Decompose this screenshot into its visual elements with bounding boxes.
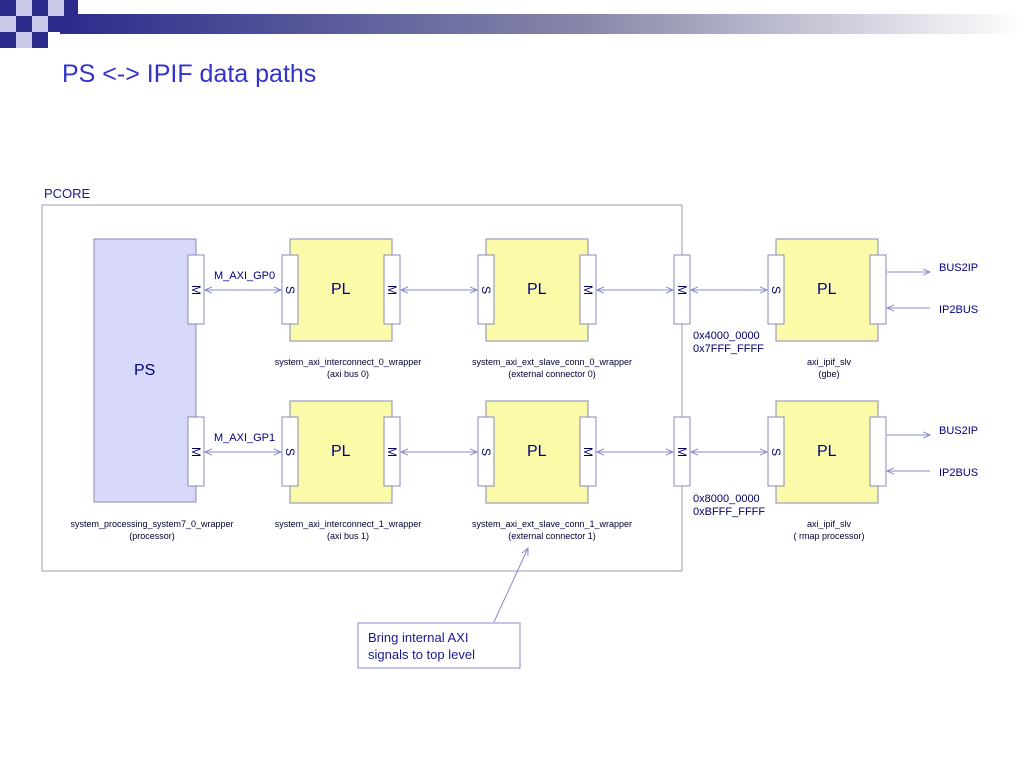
ipif-0-label: PL <box>817 281 837 298</box>
callout-box <box>357 622 521 669</box>
interconnect-1-port-s <box>281 416 299 487</box>
ext-slave-1-port-m-label: M <box>581 447 595 457</box>
interconnect-0-port-m-label: M <box>385 285 399 295</box>
ipif-1-caption: axi_ipif_slv ( rmap processor) <box>793 519 865 541</box>
ipif-0-block <box>775 238 879 342</box>
ps-caption: system_processing_system7_0_wrapper (pro… <box>70 519 234 541</box>
interconnect-1-port-s-label: S <box>282 447 297 457</box>
address-range-1-end: 0xBFFF_FFFF <box>693 506 766 518</box>
pcore-boundary <box>41 204 683 572</box>
interconnect-1-caption: system_axi_interconnect_1_wrapper (axi b… <box>274 519 422 541</box>
ext-slave-0-caption: system_axi_ext_slave_conn_0_wrapper (ext… <box>471 357 633 379</box>
link-gp0-label: M_AXI_GP0 <box>214 270 276 282</box>
interconnect-0-caption: system_axi_interconnect_0_wrapper (axi b… <box>274 357 422 379</box>
interconnect-0-port-s-label: S <box>282 285 297 295</box>
ext-slave-0-port-m <box>579 254 597 325</box>
boundary-port-0 <box>673 254 691 325</box>
ps-port-m1 <box>187 416 205 487</box>
ext-slave-1-port-m <box>579 416 597 487</box>
ip2bus-0-label: IP2BUS <box>939 304 979 316</box>
ext-slave-1-label: PL <box>527 443 547 460</box>
interconnect-1-label: PL <box>331 443 351 460</box>
address-range-0-end: 0x7FFF_FFFF <box>693 343 764 355</box>
ps-port-m1-label: M <box>189 447 203 457</box>
ipif-0-port-s <box>767 254 785 325</box>
ext-slave-1-caption: system_axi_ext_slave_conn_1_wrapper (ext… <box>471 519 633 541</box>
ext-slave-1-port-s-label: S <box>478 447 493 457</box>
ipif-1-port-user <box>869 416 887 487</box>
ps-block <box>93 238 197 503</box>
boundary-port-0-label: M <box>675 285 689 295</box>
address-range-0: 0x4000_0000 0x7FFF_FFFF <box>693 330 764 356</box>
interconnect-0-label: PL <box>331 281 351 298</box>
checker-logo <box>0 0 78 48</box>
interconnect-1-port-m <box>383 416 401 487</box>
ext-slave-0-port-s <box>477 254 495 325</box>
interconnect-0-port-s <box>281 254 299 325</box>
ps-port-m0 <box>187 254 205 325</box>
boundary-port-1-label: M <box>675 447 689 457</box>
bus2ip-0-label: BUS2IP <box>939 262 979 274</box>
address-range-0-start: 0x4000_0000 <box>693 330 760 342</box>
ext-slave-1-port-s <box>477 416 495 487</box>
ipif-0-caption: axi_ipif_slv (gbe) <box>806 357 852 379</box>
ipif-1-port-s <box>767 416 785 487</box>
bus2ip-1-label: BUS2IP <box>939 425 979 437</box>
ext-slave-0-block <box>485 238 589 342</box>
ext-slave-0-port-s-label: S <box>478 285 493 295</box>
address-range-1: 0x8000_0000 0xBFFF_FFFF <box>693 493 765 519</box>
ipif-0-port-s-label: S <box>768 285 783 295</box>
address-range-1-start: 0x8000_0000 <box>693 493 760 505</box>
interconnect-1-port-m-label: M <box>385 447 399 457</box>
ipif-0-port-user <box>869 254 887 325</box>
interconnect-0-block <box>289 238 393 342</box>
ps-port-m0-label: M <box>189 285 203 295</box>
pcore-label: PCORE <box>44 186 91 201</box>
ext-slave-0-port-m-label: M <box>581 285 595 295</box>
ps-block-label: PS <box>134 362 156 379</box>
boundary-port-1 <box>673 416 691 487</box>
callout-text: Bring internal AXI signals to top level <box>368 630 475 662</box>
ipif-1-port-s-label: S <box>768 447 783 457</box>
slide-title: PS <-> IPIF data paths <box>62 60 317 88</box>
ipif-1-block <box>775 400 879 504</box>
ipif-1-label: PL <box>817 443 837 460</box>
ext-slave-1-block <box>485 400 589 504</box>
interconnect-1-block <box>289 400 393 504</box>
interconnect-0-port-m <box>383 254 401 325</box>
link-gp1-label: M_AXI_GP1 <box>214 432 276 444</box>
ip2bus-1-label: IP2BUS <box>939 467 979 479</box>
callout-pointer <box>493 548 528 623</box>
ext-slave-0-label: PL <box>527 281 547 298</box>
slide-header-bar <box>0 0 1024 48</box>
